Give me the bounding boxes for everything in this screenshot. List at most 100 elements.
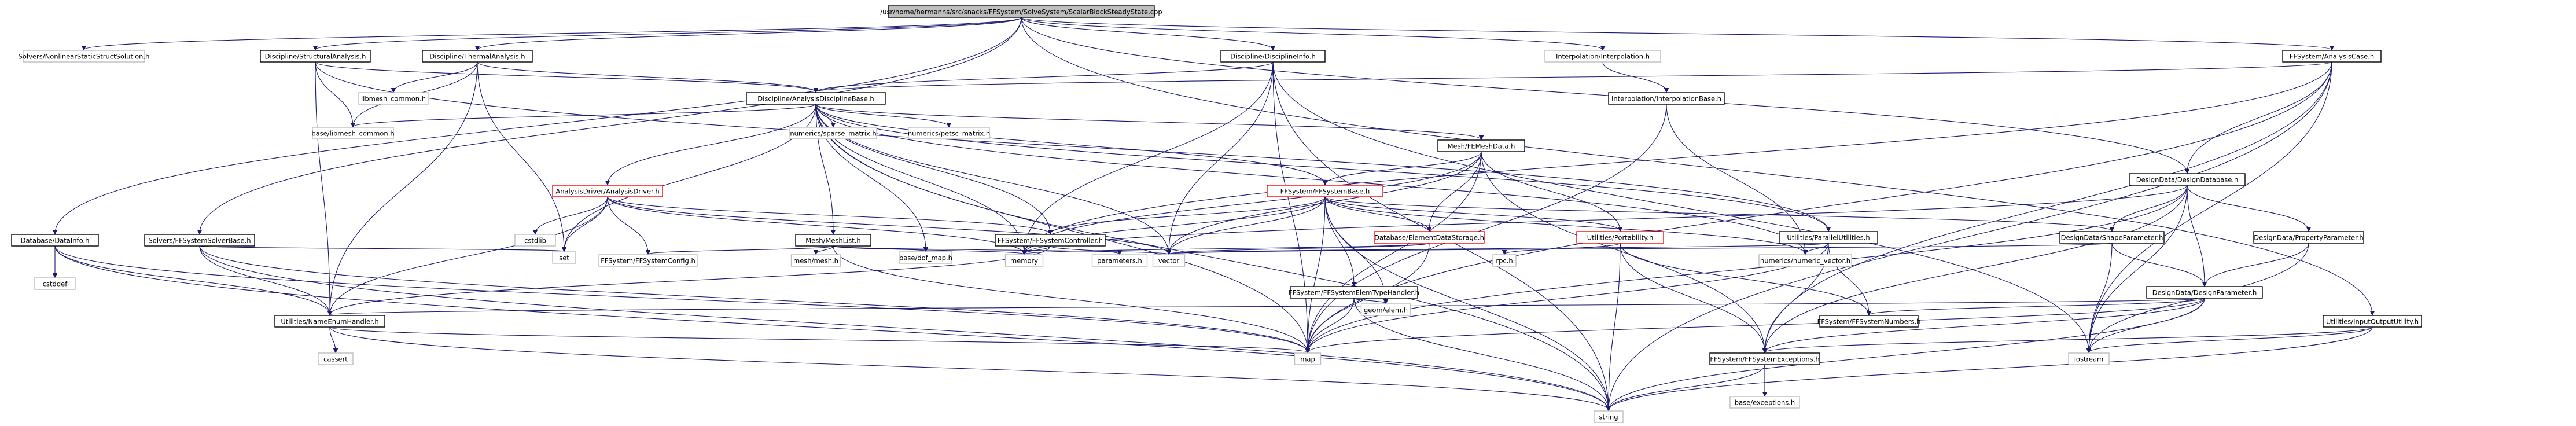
graph-node-n44[interactable]: FFSystem/FFSystemExceptions.h [1709,352,1820,365]
graph-node-n17[interactable]: Database/DataInfo.h [11,234,99,247]
graph-node-n11[interactable]: numerics/petsc_matrix.h [908,127,990,139]
node-label: parameters.h [1097,257,1142,265]
dependency-edge [1024,185,2188,254]
graph-node-n16[interactable]: DesignData/DesignDatabase.h [2129,173,2246,186]
dependency-edge [1021,17,2187,173]
graph-node-n19[interactable]: base/dof_map.h [899,251,952,264]
node-box [1152,254,1186,267]
dependency-edge [1765,185,2188,352]
dependency-edge [1024,61,1274,254]
node-box [1819,315,1919,328]
graph-node-n34[interactable]: mesh/mesh.h [790,254,841,267]
graph-node-n10[interactable]: base/libmesh_common.h [311,127,395,139]
graph-node-n12[interactable]: numerics/sparse_matrix.h [789,127,877,139]
dependency-edge [815,104,833,234]
node-box [1091,254,1148,267]
dependency-edge [477,17,1022,50]
graph-node-n31[interactable]: vector [1152,254,1186,267]
node-box [358,92,429,105]
graph-node-n41[interactable]: Utilities/InputOutputUtility.h [2323,315,2422,328]
graph-node-n1[interactable]: Solvers/NonlinearStaticStructSolution.h [19,50,150,63]
graph-node-n15[interactable]: FFSystem/FFSystemBase.h [1267,185,1383,197]
graph-node-n6[interactable]: FFSystem/AnalysisCase.h [2282,50,2382,63]
graph-node-n26[interactable]: DesignData/PropertyParameter.h [2253,231,2364,244]
node-label: DesignData/DesignParameter.h [2152,289,2257,297]
graph-node-n46[interactable]: base/exceptions.h [1729,396,1800,409]
dependency-edge [564,104,816,251]
dependency-edge [330,61,478,315]
node-label: set [559,254,569,262]
graph-node-n13[interactable]: Mesh/FEMeshData.h [1437,139,1525,152]
graph-node-n23[interactable]: Utilities/Portability.h [1576,231,1664,244]
dependency-edge [2111,243,2205,286]
graph-node-n7[interactable]: libmesh_common.h [358,92,429,105]
graph-node-n27[interactable]: cstdlib [514,234,556,247]
node-label: DesignData/PropertyParameter.h [2254,234,2363,242]
node-label: memory [1010,257,1038,265]
graph-node-n4[interactable]: Discipline/DisciplineInfo.h [1220,50,1326,63]
graph-node-n25[interactable]: DesignData/ShapeParameter.h [2059,231,2165,244]
dependency-edge [815,104,1308,352]
graph-node-n2[interactable]: Discipline/StructuralAnalysis.h [260,50,371,63]
dependency-edge [2187,185,2205,286]
graph-node-n14[interactable]: AnalysisDriver/AnalysisDriver.h [552,185,663,197]
graph-node-n0[interactable]: /usr/home/hermanns/src/snacks/FFSystem/S… [880,5,1162,18]
dependency-edge [1869,298,2205,315]
dependency-edge [477,61,816,92]
node-label: Utilities/InputOutputUtility.h [2326,318,2419,326]
graph-node-n22[interactable]: Database/ElementDataStorage.h [1374,231,1485,244]
dependency-edge [1325,151,1482,185]
graph-node-n30[interactable]: memory [1004,254,1044,267]
graph-node-n36[interactable]: geom/elem.h [1360,303,1411,316]
graph-node-n48[interactable]: cstddef [34,277,76,290]
dependency-edge [833,245,1308,352]
dependency-edge [1620,243,1869,315]
dependency-edge [1308,298,2205,352]
graph-node-n47[interactable]: string [1594,410,1624,423]
node-label: Utilities/NameEnumHandler.h [281,318,378,326]
dependency-edge [1828,243,1869,315]
graph-node-n33[interactable]: numerics/numeric_vector.h [1758,254,1852,267]
graph-node-n9[interactable]: Interpolation/InterpolationBase.h [1608,92,1725,105]
dependency-edge [607,196,1169,254]
graph-node-n39[interactable]: Utilities/NameEnumHandler.h [274,315,385,328]
dependency-edge [54,245,330,315]
node-box [144,234,255,247]
dependency-edge [1169,243,1829,254]
node-label: Mesh/FEMeshData.h [1448,142,1515,150]
graph-node-n21[interactable]: FFSystem/FFSystemController.h [995,234,1106,247]
graph-node-n32[interactable]: parameters.h [1091,254,1148,267]
graph-node-n8[interactable]: Discipline/AnalysisDisciplineBase.h [746,92,886,105]
graph-node-n35[interactable]: FFSystem/FFSystemElemTypeHandler.h [1289,286,1419,299]
graph-node-n24[interactable]: Utilities/ParallelUtilities.h [1779,231,1878,244]
node-box [1360,303,1411,316]
dependency-edge [1021,17,1273,50]
dependency-edge [84,17,1022,50]
graph-node-n5[interactable]: Interpolation/Interpolation.h [1544,50,1661,63]
node-box [1267,185,1383,197]
graph-node-n18[interactable]: Solvers/FFSystemSolverBase.h [144,234,255,247]
dependency-edge [1504,243,1621,254]
dependency-edge [393,61,478,92]
graph-node-n37[interactable]: rpc.h [1492,254,1517,267]
dependency-edge [815,104,949,127]
node-box [552,185,663,197]
node-box [1220,50,1326,63]
graph-node-n38[interactable]: DesignData/DesignParameter.h [2146,286,2263,299]
graph-node-n40[interactable]: FFSystem/FFSystemNumbers.h [1817,315,1921,328]
graph-node-n20[interactable]: Mesh/MeshList.h [795,234,871,247]
graph-node-n28[interactable]: FFSystem/FFSystemConfig.h [598,254,698,267]
graph-node-n45[interactable]: iostream [2068,352,2110,365]
graph-node-n43[interactable]: map [1294,352,1322,365]
dependency-edge [1324,196,1354,286]
node-box [1594,410,1624,423]
dependency-edge [1481,151,1765,352]
graph-node-n3[interactable]: Discipline/ThermalAnalysis.h [422,50,533,63]
graph-node-n29[interactable]: set [552,251,576,264]
node-label: /usr/home/hermanns/src/snacks/FFSystem/S… [880,8,1162,16]
node-label: AnalysisDriver/AnalysisDriver.h [555,188,659,196]
node-label: Utilities/ParallelUtilities.h [1787,234,1870,242]
node-box [789,127,877,139]
graph-node-n42[interactable]: cassert [318,352,354,365]
dependency-edge [2089,61,2332,352]
